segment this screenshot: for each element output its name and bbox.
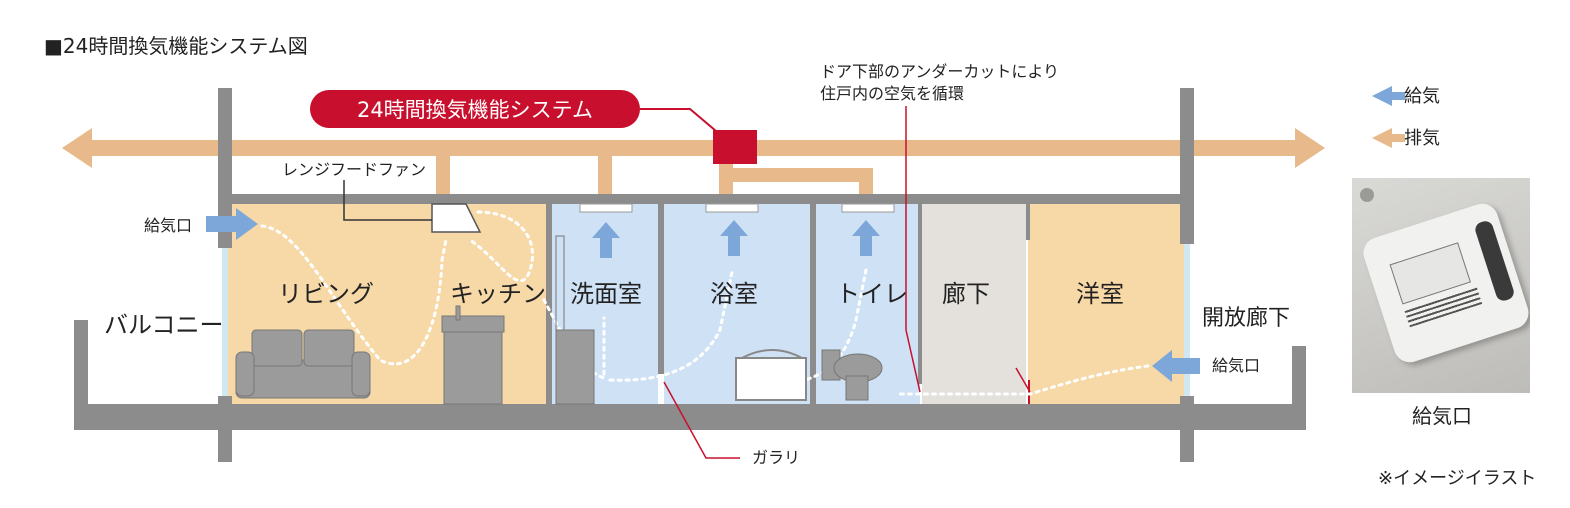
legend-exhaust-label: 排気 — [1404, 128, 1440, 149]
undercut-note-line1: ドア下部のアンダーカットにより — [820, 62, 1060, 81]
air-inlet-left-label: 給気口 — [144, 216, 193, 235]
garari-label: ガラリ — [752, 448, 801, 467]
ceiling-vents — [579, 203, 895, 213]
room-toilet: トイレ — [836, 280, 908, 308]
washroom-cabinet — [555, 235, 595, 405]
corridor-window — [1184, 244, 1190, 396]
garari-leader — [663, 381, 740, 459]
air-inlet-device — [1359, 199, 1530, 367]
room-living: リビング — [278, 280, 374, 308]
balcony-window — [222, 248, 228, 396]
screw-icon — [1360, 188, 1374, 202]
hallway-area — [922, 202, 1026, 404]
exhaust-main-arrow — [62, 128, 1325, 168]
kitchen-counter — [441, 305, 505, 405]
toilet — [821, 349, 883, 401]
undercut-leader — [905, 106, 921, 393]
air-inlet-right-label: 給気口 — [1212, 356, 1261, 375]
legend-supply-label: 給気 — [1404, 86, 1440, 107]
open-corridor-label: 開放廊下 — [1202, 306, 1291, 331]
room-washroom: 洗面室 — [570, 280, 642, 308]
central-fan-unit — [713, 130, 757, 164]
bathtub — [735, 349, 807, 401]
undercut-note-line2: 住戸内の空気を循環 — [820, 84, 965, 103]
exhaust-up-arrows — [592, 220, 880, 258]
room-kitchen: キッチン — [450, 280, 546, 308]
walls — [74, 88, 1306, 462]
room-western: 洋室 — [1076, 280, 1124, 308]
range-hood-label: レンジフードファン — [282, 160, 427, 179]
system-callout: 24時間換気機能システム — [310, 90, 640, 128]
range-hood — [343, 180, 482, 233]
balcony-label: バルコニー — [104, 311, 224, 339]
exhaust-ducts — [436, 140, 873, 194]
page-title: ■24時間換気機能システム図 — [44, 34, 308, 58]
photo-caption: 給気口 — [1412, 404, 1472, 428]
callout-leader — [640, 108, 717, 132]
sofa — [235, 329, 371, 399]
legend-exhaust-arrow — [1372, 128, 1405, 148]
supply-arrows — [206, 86, 1405, 382]
disclaimer: ※イメージイラスト — [1378, 468, 1537, 489]
room-hallway: 廊下 — [942, 280, 990, 308]
air-inlet-photo — [1352, 178, 1530, 393]
room-bathroom: 浴室 — [710, 280, 758, 308]
undercut-leader-2 — [1015, 367, 1031, 393]
